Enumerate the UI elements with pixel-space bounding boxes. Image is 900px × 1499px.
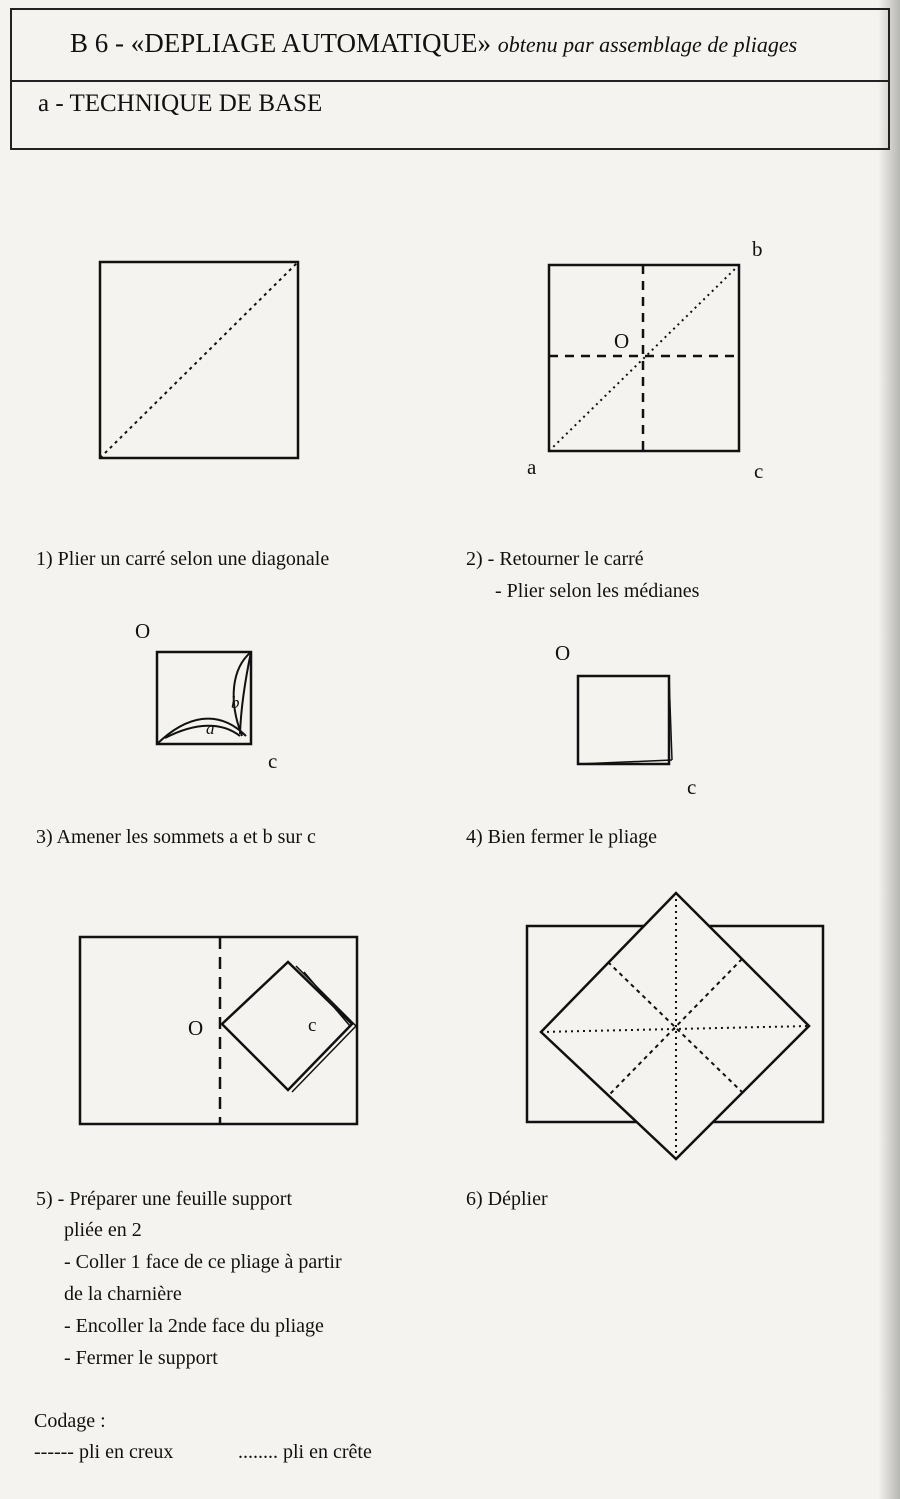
fig2-label-b: b [752,237,763,261]
fig5-label-c: c [308,1015,316,1036]
step-5-line5: - Encoller la 2nde face du pliage [64,1315,324,1337]
fig2-label-c: c [754,459,763,483]
legend-mountain-fold: ........ pli en crête [238,1441,372,1463]
fig5-label-o: O [188,1016,203,1040]
legend-valley-fold: ------ pli en creux [34,1441,174,1463]
step-1-caption: 1) Plier un carré selon une diagonale [36,548,330,570]
fig4-label-c: c [687,775,696,799]
page-edge-shadow [878,0,900,1499]
fig2-label-o: O [614,329,629,353]
fig4-label-o: O [555,641,570,665]
step-3-caption: 3) Amener les sommets a et b sur c [36,826,316,848]
fig3-label-c: c [268,749,277,773]
step-5-line3: - Coller 1 face de ce pliage à partir [64,1251,342,1273]
title-suffix: obtenu par assemblage de pliages [497,32,798,57]
step-6-caption: 6) Déplier [466,1188,548,1210]
fig2-label-a: a [527,455,537,479]
step-2-caption-line1: 2) - Retourner le carré [466,548,644,570]
fig3-label-o: O [135,619,150,643]
header-box: B 6 - «DEPLIAGE AUTOMATIQUE» obtenu par … [10,8,890,150]
legend-title: Codage : [34,1410,106,1432]
figure-2-square [547,263,741,453]
document-title: B 6 - «DEPLIAGE AUTOMATIQUE» obtenu par … [70,28,797,59]
section-title: a - TECHNIQUE DE BASE [38,90,323,117]
step-5-line4: de la charnière [64,1283,182,1305]
figure-3-folding [155,650,253,746]
figure-5-support-sheet [78,935,359,1126]
figure-4-closed-fold [576,674,673,766]
step-5-line1: 5) - Préparer une feuille support [36,1188,293,1210]
step-5-line2: pliée en 2 [64,1219,142,1241]
fig3-label-b: b [231,693,240,712]
figure-6-unfolded [525,891,825,1161]
figure-1-square [98,260,300,460]
fig3-label-a: a [206,719,215,738]
step-5-line6: - Fermer le support [64,1347,218,1369]
step-2-caption-line2: - Plier selon les médianes [495,580,700,602]
title-main: B 6 - «DEPLIAGE AUTOMATIQUE» [70,28,491,58]
step-4-caption: 4) Bien fermer le pliage [466,826,658,848]
header-title-row: B 6 - «DEPLIAGE AUTOMATIQUE» obtenu par … [12,10,888,82]
